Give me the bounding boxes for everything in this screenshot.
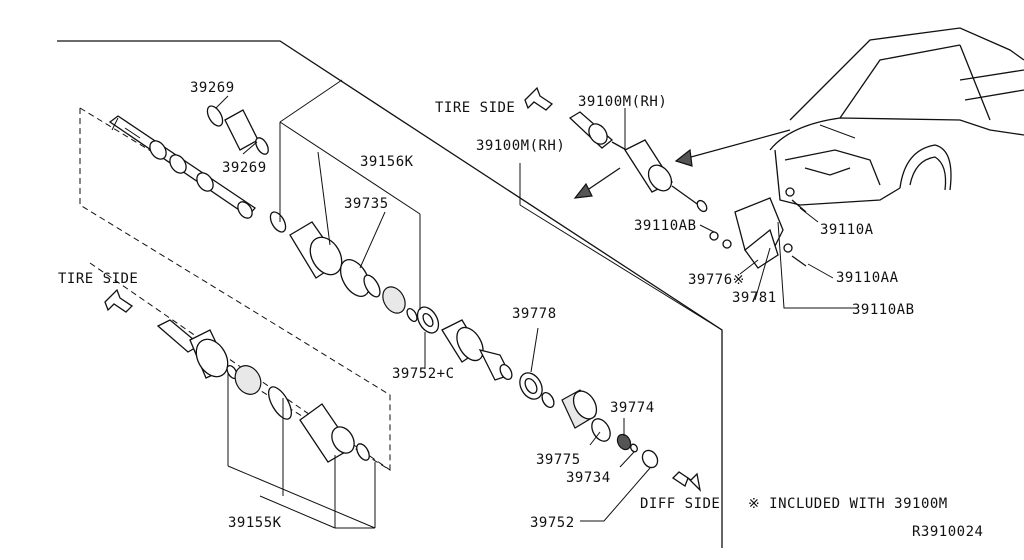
label-39110ab-left: 39110AB bbox=[634, 218, 697, 234]
label-39110a: 39110A bbox=[820, 222, 874, 238]
diff-side-arrow bbox=[671, 471, 702, 492]
label-39155k: 39155K bbox=[228, 515, 282, 531]
label-39774: 39774 bbox=[610, 400, 655, 416]
label-39752: 39752 bbox=[530, 515, 575, 531]
tire-side-left-arrow bbox=[104, 288, 134, 313]
label-39778: 39778 bbox=[512, 306, 557, 322]
label-39269-top: 39269 bbox=[190, 80, 235, 96]
divider-line bbox=[57, 40, 723, 548]
label-39735: 39735 bbox=[344, 196, 389, 212]
label-39781: 39781 bbox=[732, 290, 777, 306]
tire-side-top-arrow bbox=[524, 86, 554, 111]
car-illustration bbox=[769, 27, 1024, 206]
car-pointer-arrowhead bbox=[674, 148, 693, 167]
car-pointer-arrow bbox=[679, 129, 791, 161]
label-39752c: 39752+C bbox=[392, 366, 455, 382]
dir-arrowhead bbox=[573, 182, 593, 199]
label-39100m-rh-mid: 39100M(RH) bbox=[476, 138, 565, 154]
diff-side-label: DIFF SIDE bbox=[640, 496, 720, 512]
label-39269-bottom: 39269 bbox=[222, 160, 267, 176]
inner-shaft bbox=[108, 115, 256, 219]
label-39734: 39734 bbox=[566, 470, 611, 486]
part-39752c bbox=[416, 306, 440, 334]
label-39776: 39776※ bbox=[688, 272, 745, 288]
bracket-39781 bbox=[699, 187, 856, 309]
bearing-assembly bbox=[561, 389, 659, 469]
tire-side-left-label: TIRE SIDE bbox=[58, 271, 138, 287]
reference-code: R3910024 bbox=[912, 524, 983, 540]
arrows bbox=[104, 86, 791, 492]
boot-39156k bbox=[269, 211, 418, 323]
leader-lines bbox=[215, 79, 723, 529]
driveshaft-rh-assembly bbox=[568, 108, 708, 213]
clamp-39269 bbox=[206, 105, 269, 155]
label-39775: 39775 bbox=[536, 452, 581, 468]
label-39110aa: 39110AA bbox=[836, 270, 899, 286]
outer-joint bbox=[441, 319, 513, 381]
label-39100m-rh-top: 39100M(RH) bbox=[578, 94, 667, 110]
included-note: ※ INCLUDED WITH 39100M bbox=[748, 496, 948, 512]
tire-side-top-label: TIRE SIDE bbox=[435, 100, 515, 116]
label-39156k: 39156K bbox=[360, 154, 414, 170]
label-39110ab-right: 39110AB bbox=[852, 302, 915, 318]
lower-cv-joint bbox=[156, 319, 370, 463]
part-39778 bbox=[519, 372, 555, 409]
